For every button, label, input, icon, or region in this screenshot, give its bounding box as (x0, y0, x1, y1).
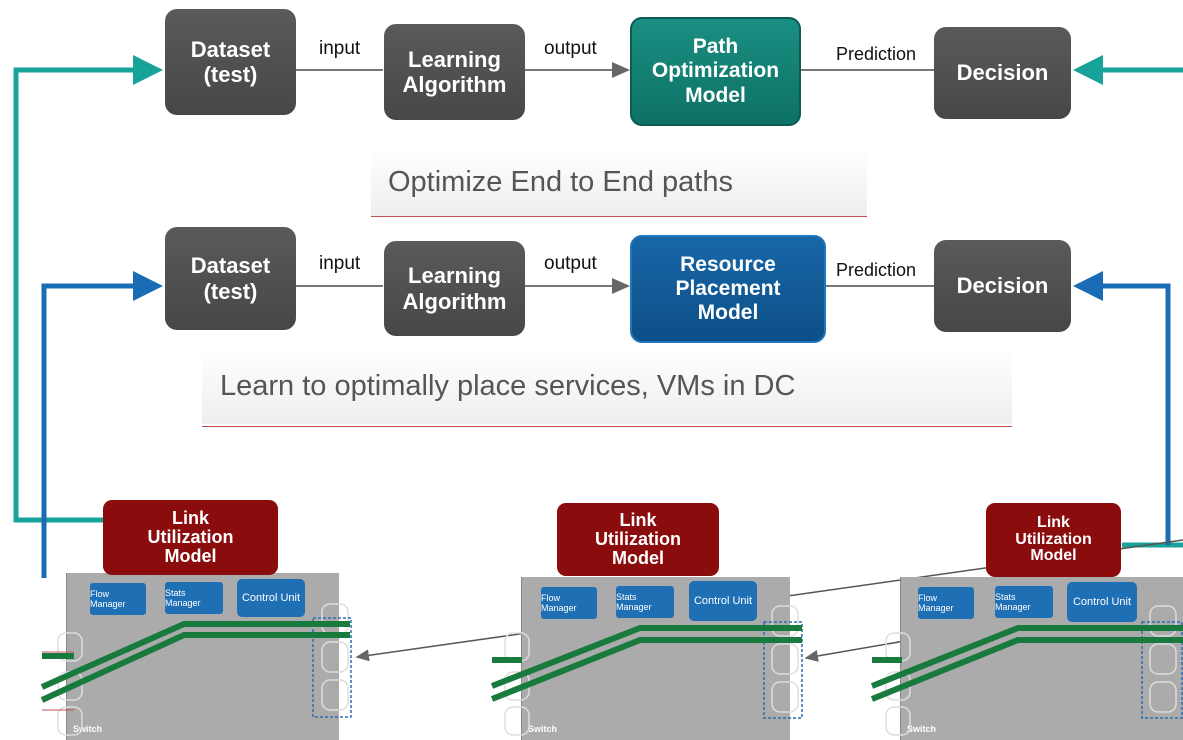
switch2-flow-manager: Flow Manager (541, 587, 597, 619)
switch1-flow-line-a (40, 621, 350, 690)
teal-feedback-left (13, 55, 163, 523)
switch1-label: Switch (73, 724, 103, 734)
switch3-stats-manager: Stats Manager (995, 586, 1053, 618)
switch3-flow-manager: Flow Manager (918, 587, 974, 619)
switch2-ports-right (771, 605, 799, 713)
switch2-port-highlight (763, 621, 803, 719)
row2-input-label: input (319, 253, 361, 274)
switch2-stats-manager: Stats Manager (616, 586, 674, 618)
switch1-port-highlight (312, 617, 352, 718)
switch1-flow-line-b (40, 632, 350, 703)
switch3-port-highlight (1141, 621, 1183, 719)
switch2-link-utilization-model: Link Utilization Model (557, 503, 719, 576)
switch1-control-unit: Control Unit (237, 579, 305, 617)
row1-dataset-box: Dataset (test) (165, 9, 296, 115)
switch1-stats-manager: Stats Manager (165, 582, 223, 614)
switch2-control-unit: Control Unit (689, 581, 757, 621)
switch1-link-utilization-model: Link Utilization Model (103, 500, 278, 575)
switch3-panel: Flow Manager Stats Manager Control Unit … (900, 577, 1183, 740)
row2-banner-text: Learn to optimally place services, VMs i… (220, 369, 796, 402)
row1-banner: Optimize End to End paths (371, 148, 867, 216)
row2-banner: Learn to optimally place services, VMs i… (202, 348, 1012, 424)
row1-banner-text: Optimize End to End paths (388, 165, 733, 198)
switch2-flow-line-a (490, 625, 802, 689)
switch3-link-utilization-model: Link Utilization Model (986, 503, 1121, 577)
row2-decision-box: Decision (934, 240, 1071, 332)
row2-output-label: output (544, 253, 597, 274)
row1-prediction-label: Prediction (836, 44, 917, 64)
row1-decision-box: Decision (934, 27, 1071, 119)
blue-feedback-left (41, 271, 163, 578)
switch2-label: Switch (528, 724, 558, 734)
blue-feedback-right (1073, 271, 1171, 545)
row2-learning-box: Learning Algorithm (384, 241, 525, 336)
row1-banner-underline (371, 216, 867, 217)
switch2-flow-line-b (490, 637, 802, 702)
switch3-ports-right (1149, 605, 1177, 713)
row1-learning-box: Learning Algorithm (384, 24, 525, 120)
switch3-control-unit: Control Unit (1067, 582, 1137, 622)
row2-prediction-label: Prediction (836, 260, 917, 280)
row2-dataset-box: Dataset (test) (165, 227, 296, 330)
switch1-ports-right (321, 603, 349, 711)
row1-path-optimization-model: Path Optimization Model (630, 17, 801, 126)
switch3-flow-line-a (870, 625, 1183, 689)
switch3-flow-line-b (870, 637, 1183, 702)
row1-output-label: output (544, 38, 597, 59)
switch3-label: Switch (907, 724, 937, 734)
row1-input-label: input (319, 38, 361, 59)
row2-banner-underline (202, 426, 1012, 427)
switch1-flow-manager: Flow Manager (90, 583, 146, 615)
row2-resource-placement-model: Resource Placement Model (630, 235, 826, 343)
